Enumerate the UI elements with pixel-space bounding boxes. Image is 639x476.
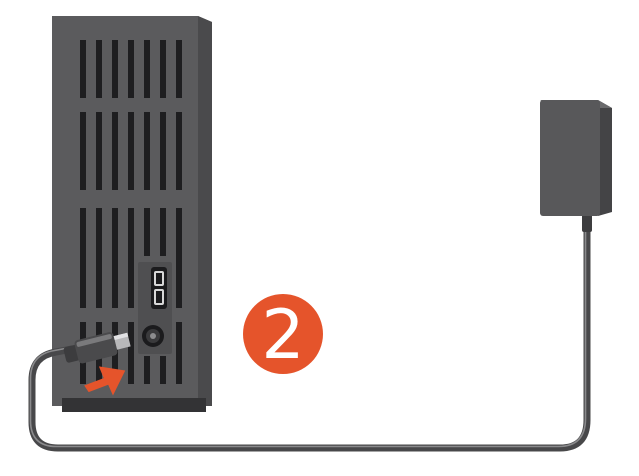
hard-drive-enclosure	[52, 16, 212, 412]
power-adapter-icon	[540, 100, 612, 232]
power-cable	[28, 218, 591, 452]
drive-base	[62, 398, 206, 412]
step-badge: 2	[243, 294, 323, 375]
drive-side-face	[198, 16, 212, 406]
ventilation-grille	[80, 40, 182, 384]
dc-plug	[63, 332, 131, 364]
usb-3-port-icon	[151, 267, 167, 309]
step-number: 2	[261, 296, 304, 375]
dc-power-jack-icon	[142, 325, 164, 347]
insert-arrow-icon	[84, 366, 126, 396]
